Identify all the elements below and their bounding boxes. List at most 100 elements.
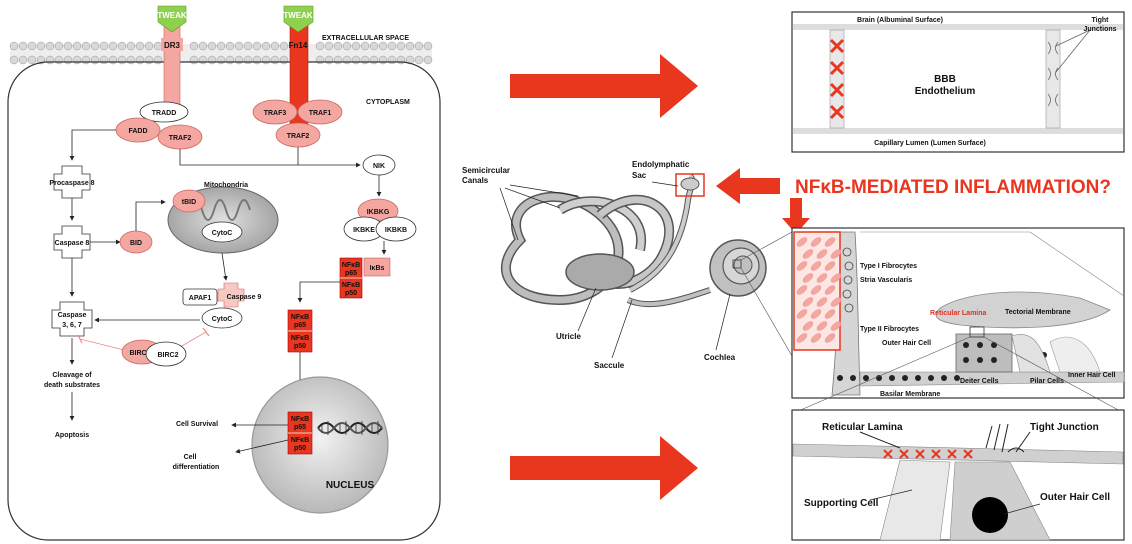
- lipid-head: [315, 41, 325, 51]
- endolymphatic-label-1: Endolymphatic: [632, 160, 690, 169]
- junction-x-mark: [947, 449, 957, 459]
- cochlea-label: Cochlea: [704, 353, 736, 362]
- ikbkg-label: IKBKG: [367, 209, 390, 216]
- junction-x-mark: [931, 449, 941, 459]
- basal-cell-nucleus: [915, 375, 921, 381]
- extracellular-label: EXTRACELLULAR SPACE: [322, 35, 409, 42]
- lipid-head: [243, 41, 253, 51]
- birc2-node: [145, 341, 187, 367]
- lipid-head: [207, 55, 217, 65]
- cytoc-label: CytoC: [212, 316, 233, 323]
- lipid-head: [126, 55, 136, 65]
- nik-label: NIK: [373, 163, 385, 170]
- inner-ear: [500, 173, 793, 357]
- fibrocyte-cell: [830, 297, 842, 307]
- nfkb-ikbs-complex: NFκB p65 NFκB p50 IκBs: [339, 257, 391, 299]
- bbb-center-label-2: Endothelium: [915, 86, 976, 97]
- lipid-head: [324, 55, 334, 65]
- junction-x-mark: [883, 449, 893, 459]
- junction-tight-label: Tight Junction: [1030, 422, 1099, 433]
- inner-hair-cell-label: Inner Hair Cell: [1068, 372, 1116, 379]
- bbb-tj-label-1: Tight: [1092, 17, 1110, 24]
- junction-x-mark: [963, 449, 973, 459]
- ikbs-label: IκBs: [370, 265, 385, 272]
- lipid-head: [18, 41, 28, 51]
- cell-survival-label: Cell Survival: [176, 421, 218, 428]
- basilar-membrane-label: Basilar Membrane: [880, 391, 940, 398]
- lipid-head: [72, 55, 82, 65]
- saccule-label: Saccule: [594, 361, 625, 370]
- caspase367-label-1: Caspase: [58, 312, 87, 319]
- tweak-right-label: TWEAK: [283, 11, 313, 20]
- basal-cell-nucleus: [850, 375, 856, 381]
- fibrocyte-cell: [810, 333, 822, 343]
- lipid-head: [54, 55, 64, 65]
- bbb-panel: Brain (Albuminal Surface) Capillary Lume…: [791, 11, 1125, 153]
- lipid-head: [423, 55, 433, 65]
- semicircular-label-1: Semicircular: [462, 166, 510, 175]
- procaspase8-label: Procaspase 8: [49, 180, 94, 187]
- traf3-label: TRAF3: [264, 110, 287, 117]
- fn14-label: Fn14: [289, 41, 308, 50]
- lipid-head: [351, 41, 361, 51]
- fibrocyte-cell: [796, 309, 808, 319]
- tbid-node: [172, 189, 206, 213]
- semicircular-label-2: Canals: [462, 176, 489, 185]
- junction-x-mark: [915, 449, 925, 459]
- lipid-head: [225, 55, 235, 65]
- nfkb-label-d: NFκB: [291, 335, 309, 342]
- ikbs-node: [363, 257, 391, 277]
- cytoc-mito-label: CytoC: [212, 230, 233, 237]
- procaspase8-node: [53, 165, 91, 199]
- nfkb-label-e: NFκB: [291, 416, 309, 423]
- lipid-head: [99, 55, 109, 65]
- traf1-node: [297, 99, 343, 125]
- lipid-head: [45, 41, 55, 51]
- p65-label-a: p65: [345, 270, 357, 277]
- fibrocyte-cell: [802, 249, 814, 259]
- utricle-label: Utricle: [556, 332, 581, 341]
- lipid-head: [414, 55, 424, 65]
- fadd-label: FADD: [128, 128, 147, 135]
- lipid-head: [261, 55, 271, 65]
- lipid-head: [216, 41, 226, 51]
- dr3-receptor: TWEAK DR3: [157, 5, 187, 115]
- basal-cell-nucleus: [876, 375, 882, 381]
- fibrocyte-cell: [816, 273, 828, 283]
- lipid-head: [234, 55, 244, 65]
- lipid-head: [207, 41, 217, 51]
- junction-reticular-label: Reticular Lamina: [822, 422, 903, 433]
- caspase367-label-2: 3, 6, 7: [62, 322, 82, 329]
- lipid-head: [324, 41, 334, 51]
- nfkb-free: NFκB p65 NFκB p50: [287, 309, 313, 353]
- fibrocyte-cell: [824, 237, 836, 247]
- caspase9-node: [217, 282, 245, 308]
- bbb-center-label-1: BBB: [934, 74, 956, 85]
- basal-cell-nucleus: [941, 375, 947, 381]
- basal-cell-nucleus: [889, 375, 895, 381]
- basal-cell-nucleus: [863, 375, 869, 381]
- stria-vascularis-label: Stria Vascularis: [860, 277, 912, 284]
- ikbkb-label: IKBKB: [385, 227, 407, 234]
- deiter-cells-label: Deiter Cells: [960, 378, 999, 385]
- lipid-head: [270, 55, 280, 65]
- fibrocyte-cell: [824, 285, 836, 295]
- tradd-node: [139, 101, 189, 123]
- lipid-head: [378, 55, 388, 65]
- fibrocyte-cell: [810, 237, 822, 247]
- lipid-head: [18, 55, 28, 65]
- cell-diff-label-2: differentiation: [173, 464, 220, 471]
- traf2-left-label: TRAF2: [169, 135, 192, 142]
- ikbke-label: IKBKE: [353, 227, 375, 234]
- caspase8-node: [53, 225, 91, 259]
- lipid-head: [333, 55, 343, 65]
- apaf1-label: APAF1: [189, 295, 212, 302]
- lipid-head: [351, 55, 361, 65]
- lipid-head: [72, 41, 82, 51]
- caspase8-label: Caspase 8: [55, 240, 90, 247]
- nucleus-label: NUCLEUS: [326, 480, 375, 491]
- junction-panel: Reticular Lamina Tight Junction Supporti…: [791, 409, 1125, 541]
- apaf1-node: [182, 288, 218, 306]
- nfkb-label-f: NFκB: [291, 437, 309, 444]
